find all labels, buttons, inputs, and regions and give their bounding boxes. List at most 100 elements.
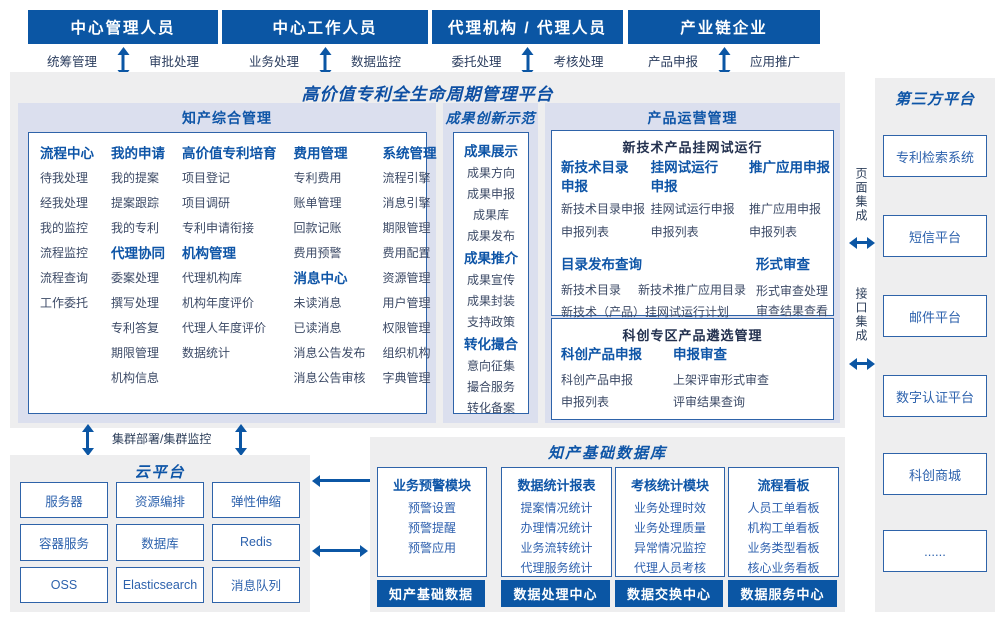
cluster-label: 集群部署/集群监控	[112, 432, 212, 446]
feature-item: 期限管理	[382, 221, 431, 235]
feature-item: 专利答复	[111, 321, 160, 335]
group-heading: 推广应用申报	[749, 160, 830, 175]
third-party-system: ......	[883, 530, 987, 572]
cloud-service: 弹性伸缩	[212, 482, 300, 519]
feature-item: 我的申请	[111, 146, 165, 161]
feature-item: 回款记账	[293, 221, 342, 235]
feature-item: 支持政策	[466, 315, 515, 329]
feature-group: 申报审查 上架评审形式审查评审结果查询	[673, 345, 830, 413]
feature-item: 经我处理	[40, 196, 89, 210]
feature-item: 机构年度评价	[182, 296, 255, 310]
group-heading: 挂网试运行申报	[650, 160, 719, 194]
section-product-ops: 产品运营管理 新技术产品挂网试运行 新技术目录申报 新技术目录申报申报列表 挂网…	[545, 103, 840, 423]
feature-item: 转化撮合	[464, 337, 518, 352]
feature-item: 组织机构	[382, 346, 431, 360]
feature-item: 消息公告发布	[293, 346, 366, 360]
section-body: 流程中心待我处理经我处理我的监控流程监控流程查询工作委托 我的申请我的提案提案跟…	[28, 132, 437, 414]
third-party-system: 短信平台	[883, 215, 987, 257]
data-center-box: 数据处理中心	[501, 580, 610, 607]
feature-item: 申报列表	[650, 225, 699, 239]
role-title: 中心管理人员	[28, 10, 218, 44]
feature-item: 科创产品申报	[561, 373, 634, 387]
feature-item: 异常情况监控	[633, 541, 706, 555]
role-action-left: 业务处理	[248, 54, 299, 69]
feature-item: 代理机构库	[182, 271, 243, 285]
feature-item: 成果宣传	[466, 273, 515, 287]
cloud-service: 数据库	[116, 524, 204, 561]
feature-item: 代理服务统计	[520, 561, 593, 575]
catalog-publish-block: 目录发布查询 新技术目录 新技术推广应用目录 新技术（产品）挂网试运行计划	[561, 255, 746, 320]
sci-tech-selection-box: 科创专区产品遴选管理 科创产品申报 科创产品申报申报列表 申报审查	[551, 318, 834, 420]
group-heading: 目录发布查询	[561, 257, 642, 272]
feature-item: 推广应用申报	[749, 202, 822, 216]
api-integration-label: 接口集成	[854, 287, 868, 343]
cloud-title: 云平台	[134, 464, 186, 481]
db-module-box: 考核统计模块 业务处理时效业务处理质量异常情况监控代理人员考核	[615, 467, 725, 577]
feature-item: 代理人员考核	[633, 561, 706, 575]
feature-item: 业务处理时效	[633, 501, 706, 515]
ip-column-2: 我的申请我的提案提案跟踪我的专利代理协同委案处理撰写处理专利答复期限管理机构信息	[111, 141, 165, 413]
role-action-right: 考核处理	[553, 54, 604, 69]
feature-item: 我的提案	[111, 171, 160, 185]
group-items: 推广应用申报申报列表	[749, 198, 830, 244]
feature-item: 新技术推广应用目录	[638, 283, 747, 297]
feature-item: 未读消息	[293, 296, 342, 310]
role-card: 产业链企业 产品申报 应用推广	[628, 10, 820, 78]
role-card: 代理机构 / 代理人员 委托处理 考核处理	[432, 10, 623, 78]
feature-item: 代理协同	[111, 246, 165, 261]
feature-item: 账单管理	[293, 196, 342, 210]
ip-column-1: 流程中心待我处理经我处理我的监控流程监控流程查询工作委托	[40, 141, 94, 413]
db-centers: 知产基础数据数据处理中心数据交换中心数据服务中心	[370, 437, 845, 612]
feature-item: 机构工单看板	[747, 521, 820, 535]
feature-item: 系统管理	[382, 146, 437, 161]
role-title: 代理机构 / 代理人员	[432, 10, 623, 44]
db-module-box: 流程看板 人员工单看板机构工单看板业务类型看板核心业务看板	[728, 467, 839, 577]
group-items: 形式审查处理审查结果查看	[756, 281, 828, 321]
cloud-service: 容器服务	[20, 524, 108, 561]
feature-item: 流程查询	[40, 271, 89, 285]
role-card: 中心工作人员 业务处理 数据监控	[222, 10, 428, 78]
feature-item: 成果发布	[466, 229, 515, 243]
feature-item: 成果申报	[466, 187, 515, 201]
role-action-right: 审批处理	[149, 54, 200, 69]
feature-item: 流程中心	[40, 146, 94, 161]
data-center-box: 数据交换中心	[615, 580, 723, 607]
box-title: 新技术产品挂网试运行	[622, 140, 763, 155]
leftright-arrow-icon	[312, 544, 368, 557]
feature-item: 审查结果查看	[756, 304, 829, 318]
feature-item: 新技术目录	[561, 283, 622, 297]
platform-panel: 高价值专利全生命周期管理平台 知产综合管理 流程中心待我处理经我处理我的监控流程…	[10, 72, 845, 428]
feature-item: 转化备案	[466, 401, 515, 415]
feature-item: 挂网试运行申报	[650, 202, 735, 216]
module-heading: 考核统计模块	[630, 478, 709, 493]
box-title: 科创专区产品遴选管理	[622, 328, 763, 343]
feature-item: 成果方向	[466, 166, 515, 180]
feature-item: 意向征集	[466, 359, 515, 373]
group-heading: 科创产品申报	[561, 347, 642, 362]
page-integration-label: 页面集成	[854, 167, 868, 223]
third-party-panel: 第三方平台 专利检索系统短信平台邮件平台数字认证平台科创商城......	[875, 78, 995, 612]
module-items: 提案情况统计办理情况统计业务流转统计代理服务统计	[502, 498, 611, 578]
cloud-service: Elasticsearch	[116, 566, 204, 603]
feature-item: 项目登记	[182, 171, 231, 185]
feature-item: 业务处理质量	[633, 521, 706, 535]
module-items: 预警设置预警提醒预警应用	[378, 498, 486, 558]
left-arrow-icon	[312, 474, 376, 487]
feature-group: 新技术目录申报 新技术目录申报申报列表	[561, 158, 651, 244]
group-heading: 新技术目录申报	[561, 160, 629, 194]
feature-item: 费用预警	[293, 246, 342, 260]
feature-item: 流程引擎	[382, 171, 431, 185]
section-body: 成果展示成果方向成果申报成果库成果发布成果推介成果宣传成果封装支持政策转化撮合意…	[453, 132, 529, 415]
formal-review-block: 形式审查 形式审查处理审查结果查看	[756, 255, 828, 321]
feature-item: 业务流转统计	[520, 541, 593, 555]
updown-arrow-icon	[234, 424, 247, 456]
feature-item: 消息公告审核	[293, 371, 366, 385]
feature-item: 成果库	[472, 208, 509, 222]
db-module-box: 数据统计报表 提案情况统计办理情况统计业务流转统计代理服务统计	[501, 467, 612, 577]
module-heading: 业务预警模块	[392, 478, 471, 493]
feature-item: 用户管理	[382, 296, 431, 310]
feature-item: 流程监控	[40, 246, 89, 260]
feature-item: 预警应用	[407, 541, 456, 555]
cloud-service: OSS	[20, 566, 108, 603]
